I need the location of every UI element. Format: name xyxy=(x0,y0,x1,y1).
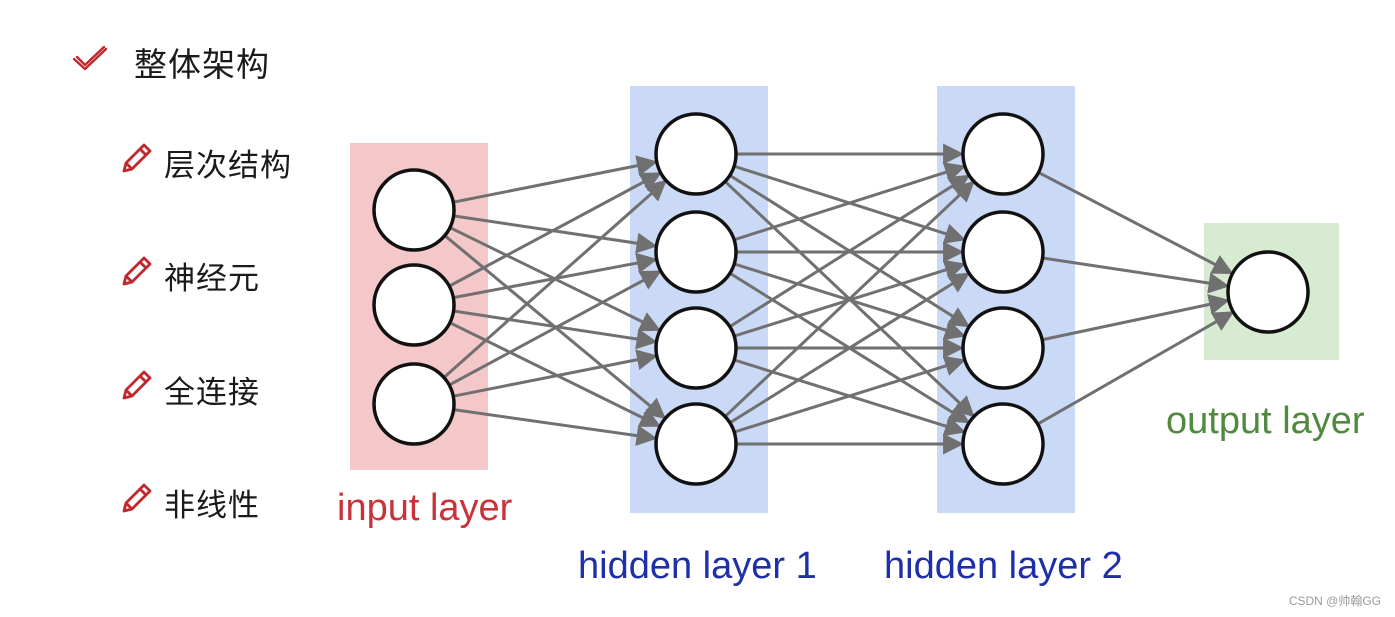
neuron-node xyxy=(654,112,738,196)
connection-edge xyxy=(1037,171,1234,275)
neuron-node xyxy=(961,306,1045,390)
neuron-node xyxy=(654,210,738,294)
neuron-node xyxy=(961,402,1045,486)
connection-edge xyxy=(733,162,966,242)
list-item: 非线性 xyxy=(118,480,260,525)
connection-edge xyxy=(724,180,975,418)
neuron-node xyxy=(372,263,456,347)
layer-label: hidden layer 2 xyxy=(884,545,1123,587)
watermark: CSDN @帅翰GG xyxy=(1288,594,1381,608)
layer-label: output layer xyxy=(1166,400,1365,442)
layer-label: input layer xyxy=(337,487,513,529)
neuron-node xyxy=(372,362,456,446)
heading: 整体架构 xyxy=(70,38,270,86)
neuron-node xyxy=(961,210,1045,294)
neuron-node xyxy=(1226,250,1310,334)
connection-edge xyxy=(733,355,966,434)
heading-title: 整体架构 xyxy=(134,45,270,84)
connection-edge xyxy=(448,270,662,387)
connection-edge xyxy=(729,272,971,425)
connection-edge xyxy=(452,155,658,204)
connection-edge xyxy=(453,309,658,350)
pencil-icon xyxy=(118,254,154,298)
list-item: 层次结构 xyxy=(118,140,292,185)
pencil-icon xyxy=(118,368,154,412)
list-item-label: 神经元 xyxy=(164,261,260,297)
connection-edge xyxy=(442,179,667,379)
pencil-icon xyxy=(118,481,154,525)
connection-edge xyxy=(452,349,658,398)
list-item: 全连接 xyxy=(118,367,260,412)
check-icon xyxy=(70,45,110,79)
neuron-node xyxy=(654,402,738,486)
list-item-label: 全连接 xyxy=(164,375,260,411)
neuron-node xyxy=(372,168,456,252)
connection-edge xyxy=(1042,256,1230,294)
connection-edge xyxy=(453,408,658,446)
list-item-label: 非线性 xyxy=(164,488,260,524)
connection-edge xyxy=(1041,294,1230,342)
layer-label: hidden layer 1 xyxy=(578,545,817,587)
neuron-node xyxy=(654,306,738,390)
connection-edge xyxy=(729,174,971,328)
list-item-label: 层次结构 xyxy=(164,148,292,184)
list-item: 神经元 xyxy=(118,253,260,298)
connection-edge xyxy=(448,172,662,288)
neuron-node xyxy=(961,112,1045,196)
connection-edge xyxy=(1036,311,1235,426)
pencil-icon xyxy=(118,141,154,185)
